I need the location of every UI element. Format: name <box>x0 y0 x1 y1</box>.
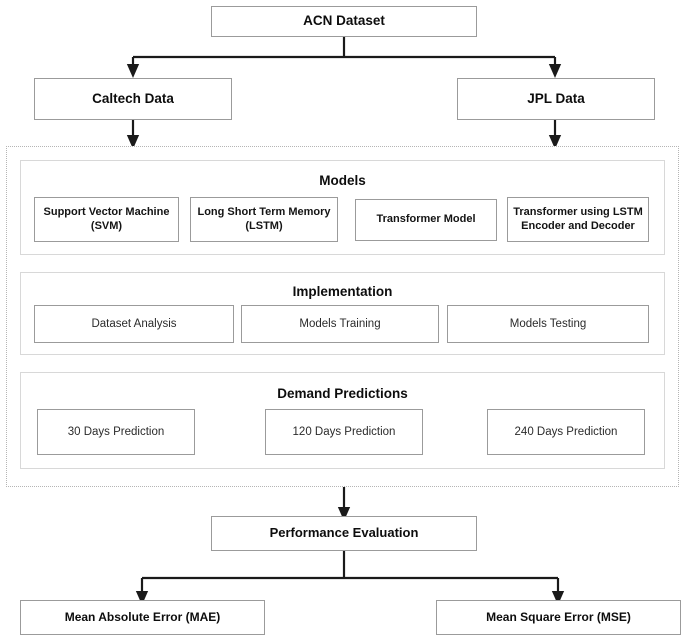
node-caltech-data-label: Caltech Data <box>92 90 174 106</box>
node-step-models-testing-label: Models Testing <box>509 317 587 330</box>
node-model-svm-line1: Support Vector Machine <box>43 205 170 218</box>
node-model-transformer-lstm[interactable]: Transformer using LSTM Encoder and Decod… <box>507 197 649 242</box>
node-jpl-data[interactable]: JPL Data <box>457 78 655 120</box>
node-metric-mse[interactable]: Mean Square Error (MSE) <box>436 600 681 635</box>
panel-models-title: Models <box>319 173 366 188</box>
node-prediction-240-days[interactable]: 240 Days Prediction <box>487 409 645 455</box>
node-step-models-training-label: Models Training <box>299 317 381 330</box>
node-prediction-30-days-label: 30 Days Prediction <box>67 425 165 438</box>
node-prediction-240-days-label: 240 Days Prediction <box>514 425 618 438</box>
node-metric-mae[interactable]: Mean Absolute Error (MAE) <box>20 600 265 635</box>
node-model-transformer-lstm-line1: Transformer using LSTM <box>513 205 643 218</box>
node-step-models-training[interactable]: Models Training <box>241 305 439 343</box>
panel-demand-predictions-title: Demand Predictions <box>277 386 408 401</box>
node-acn-dataset-label: ACN Dataset <box>303 13 385 29</box>
node-model-transformer-label: Transformer Model <box>376 213 476 226</box>
node-model-transformer-lstm-line2: Encoder and Decoder <box>521 219 635 232</box>
node-step-dataset-analysis-label: Dataset Analysis <box>91 317 177 330</box>
node-model-lstm-line1: Long Short Term Memory <box>197 205 331 218</box>
node-model-svm-line2: (SVM) <box>90 219 123 232</box>
node-jpl-data-label: JPL Data <box>527 90 585 106</box>
node-performance-evaluation[interactable]: Performance Evaluation <box>211 516 477 551</box>
node-prediction-120-days[interactable]: 120 Days Prediction <box>265 409 423 455</box>
node-performance-evaluation-label: Performance Evaluation <box>269 525 419 541</box>
node-prediction-30-days[interactable]: 30 Days Prediction <box>37 409 195 455</box>
node-model-lstm[interactable]: Long Short Term Memory (LSTM) <box>190 197 338 242</box>
node-caltech-data[interactable]: Caltech Data <box>34 78 232 120</box>
node-step-dataset-analysis[interactable]: Dataset Analysis <box>34 305 234 343</box>
node-acn-dataset[interactable]: ACN Dataset <box>211 6 477 37</box>
panel-implementation-title: Implementation <box>292 284 393 299</box>
node-step-models-testing[interactable]: Models Testing <box>447 305 649 343</box>
node-model-svm[interactable]: Support Vector Machine (SVM) <box>34 197 179 242</box>
node-prediction-120-days-label: 120 Days Prediction <box>292 425 396 438</box>
node-model-transformer[interactable]: Transformer Model <box>355 199 497 241</box>
node-model-lstm-line2: (LSTM) <box>245 219 283 232</box>
node-metric-mae-label: Mean Absolute Error (MAE) <box>64 610 221 624</box>
node-metric-mse-label: Mean Square Error (MSE) <box>486 610 631 624</box>
